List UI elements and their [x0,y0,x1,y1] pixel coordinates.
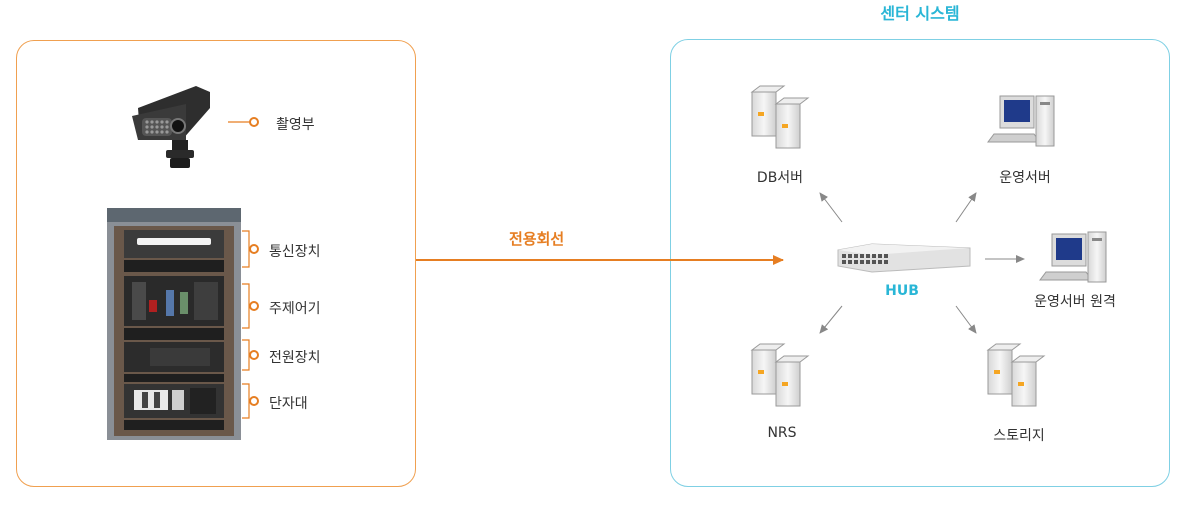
arrow-to-nrs [819,305,843,334]
main-controller-label: 주제어기 [269,301,321,317]
camera-icon [132,86,210,168]
hub-label: HUB [885,283,919,299]
ops-server-label: 운영서버 [999,170,1051,186]
cabinet-label-dots [249,244,259,406]
dedicated-line-label: 전용회선 [509,230,565,248]
hub-icon [837,243,971,273]
camera-label-dot [249,117,259,127]
ops-server-pc-icon [987,95,1055,147]
nrs-server-icon [750,343,810,407]
arrow-to-storage [955,305,977,334]
db-server-icon [750,85,810,149]
arrow-to-db-server [819,192,843,223]
cabinet-label-brackets [242,230,251,419]
field-panel [16,40,416,487]
center-panel [670,39,1170,487]
nrs-label: NRS [767,425,797,441]
comm-unit-label: 통신장치 [269,244,321,260]
storage-server-icon [986,343,1046,407]
arrow-to-ops-server [955,192,977,223]
ops-server-remote-pc-icon [1039,231,1107,283]
ops-server-remote-label: 운영서버 원격 [1034,294,1116,310]
power-unit-label: 전원장치 [269,350,321,366]
hub-arrows [819,192,1025,334]
camera-label: 촬영부 [276,117,315,133]
control-cabinet-icon [107,208,241,440]
center-system-title: 센터 시스템 [880,4,960,23]
storage-label: 스토리지 [993,428,1045,444]
terminal-block-label: 단자대 [269,396,308,412]
db-server-label: DB서버 [756,170,804,186]
